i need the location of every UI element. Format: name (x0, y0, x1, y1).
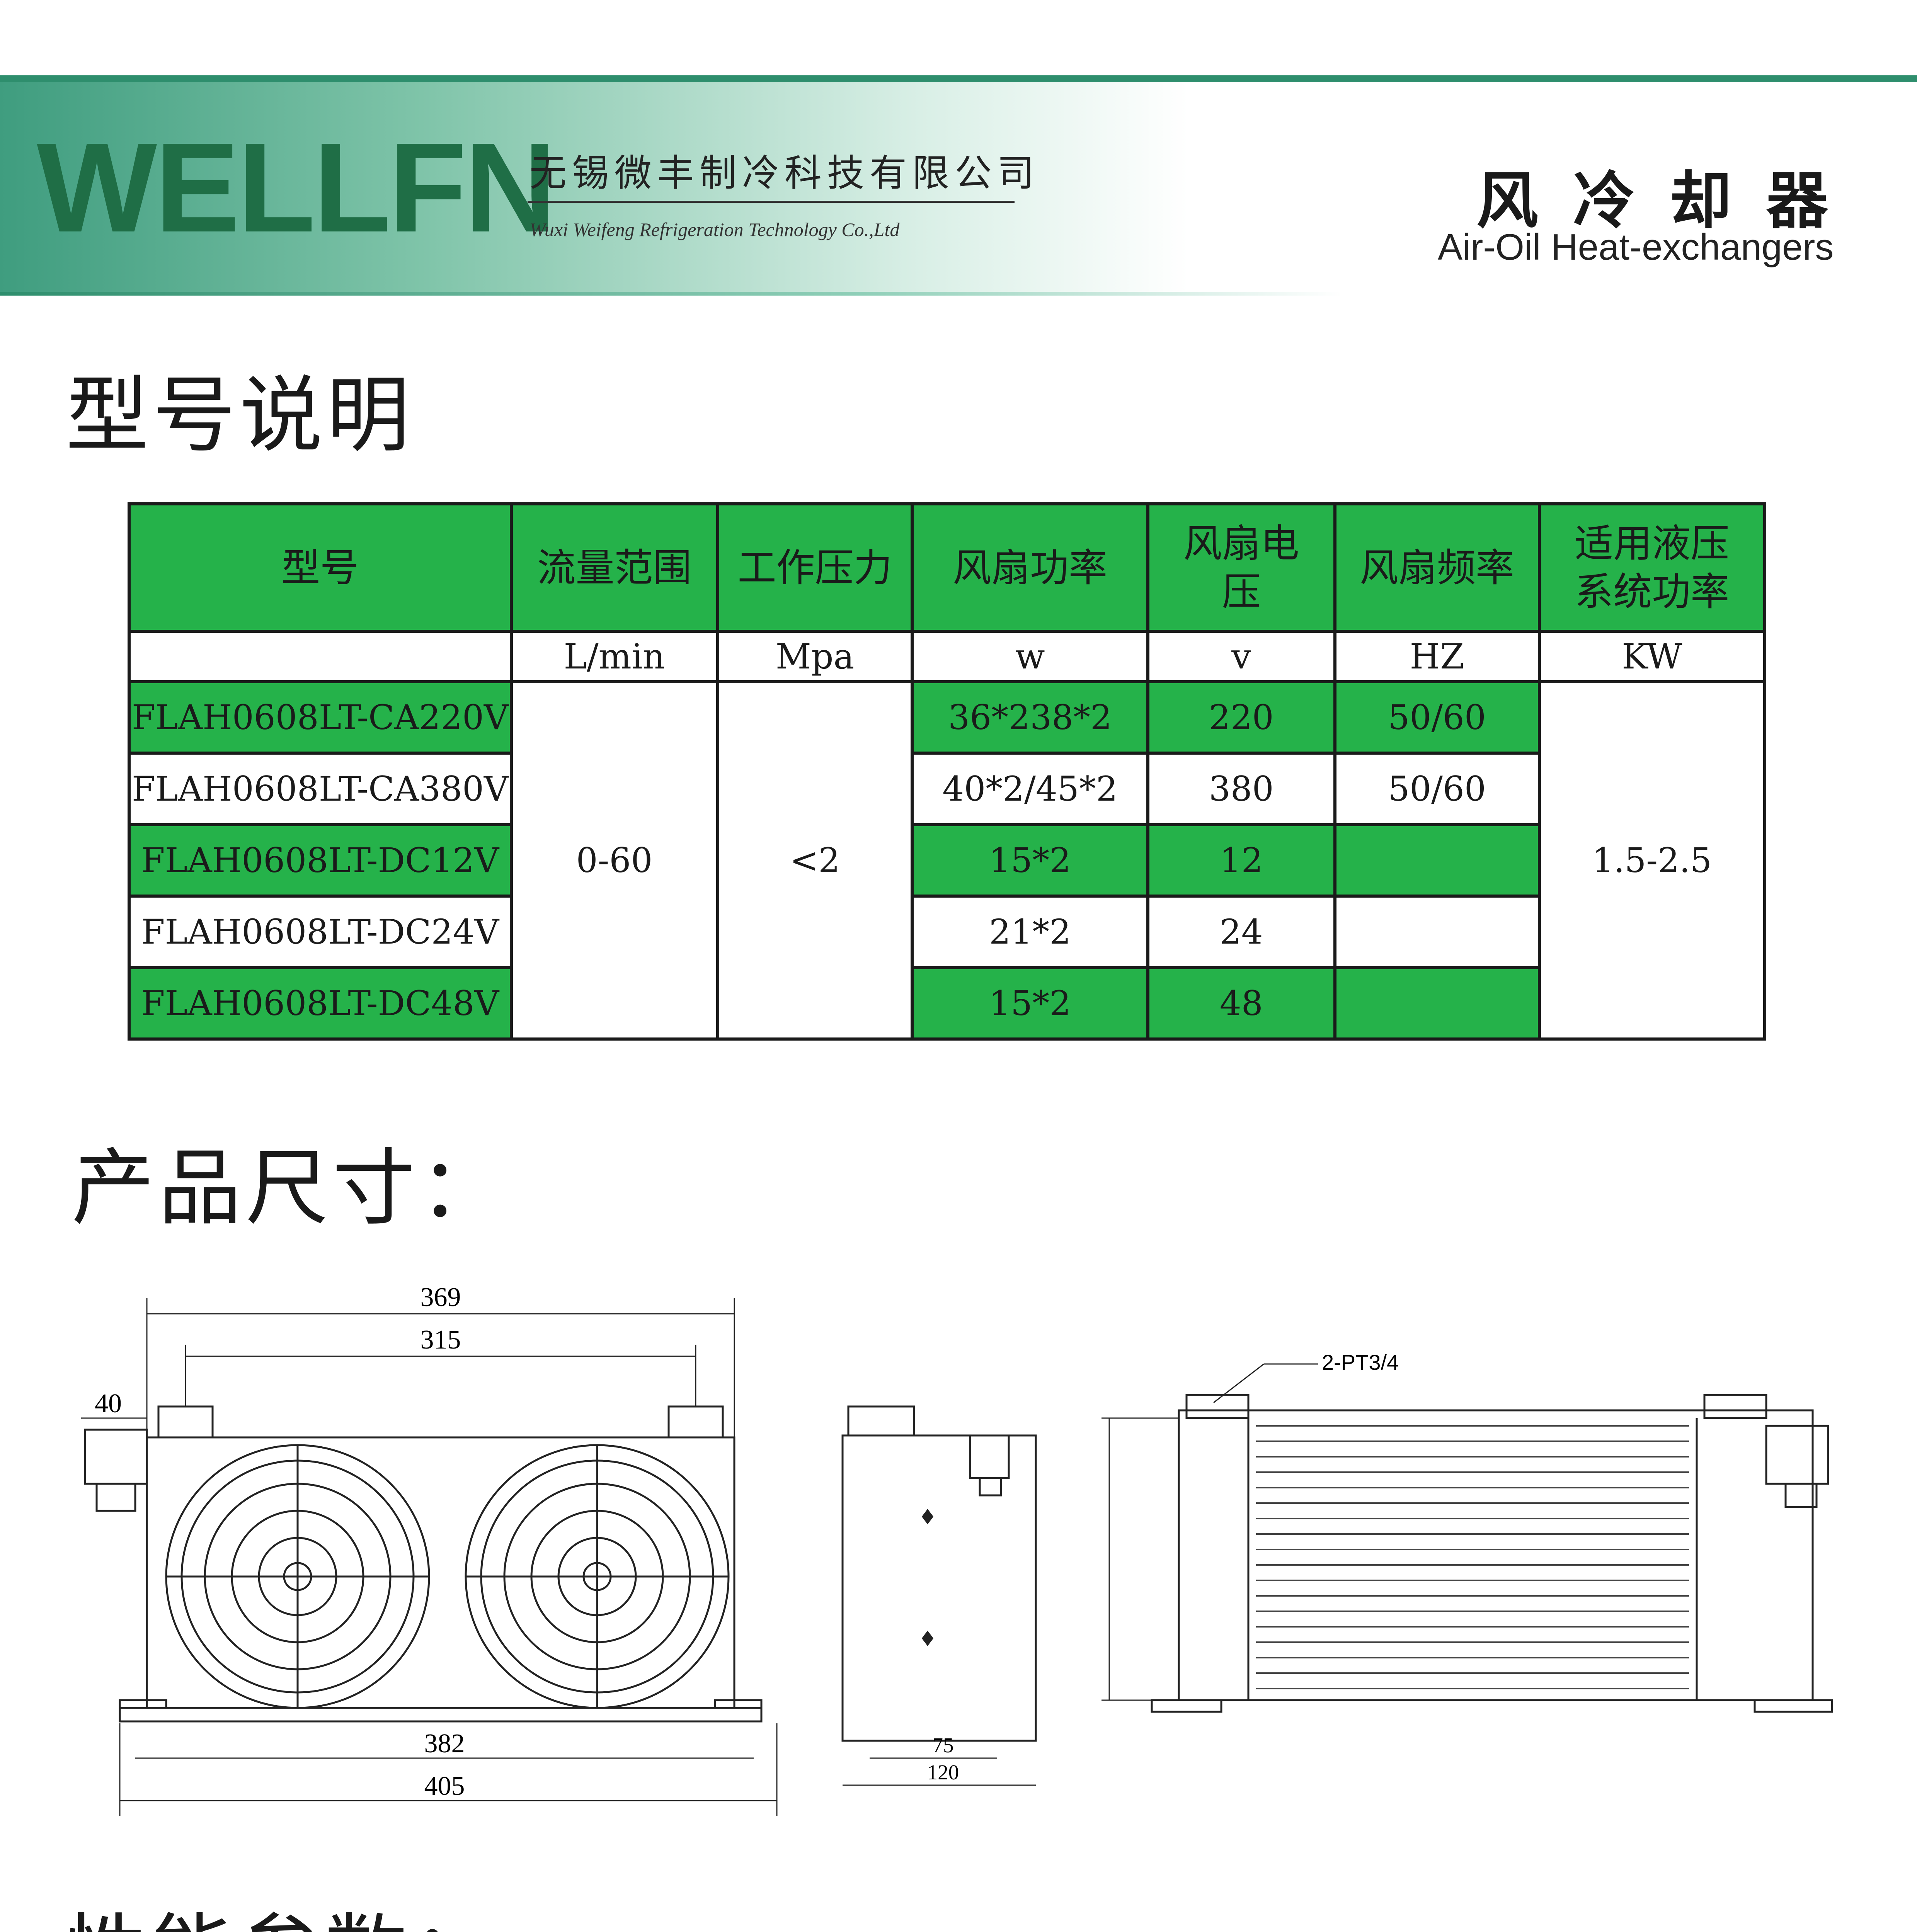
header-system-power-line1: 适用液压 (1575, 521, 1730, 566)
side-view-drawing: 75 120 (841, 1405, 1037, 1786)
cell-fan-voltage: 12 (1146, 823, 1336, 898)
company-name-en: Wuxi Weifeng Refrigeration Technology Co… (529, 219, 900, 240)
rivet-icon (922, 1509, 933, 1524)
company-divider (528, 201, 1015, 203)
company-name-cn: 无锡微丰制冷科技有限公司 (529, 151, 1040, 195)
unit-fan-frequency: HZ (1333, 630, 1541, 683)
table-row: FLAH0608LT-CA220V 0-60 <2 36*238*2 220 5… (128, 680, 1767, 1041)
dim-side-inner: 75 (933, 1733, 954, 1757)
cell-model: FLAH0608LT-CA380V (128, 752, 513, 826)
brand-logo: WELLFN (37, 116, 557, 259)
header-system-power-line2: 系统功率 (1575, 569, 1730, 614)
header-model: 型号 (128, 502, 513, 633)
cell-fan-frequency: 50/60 (1333, 752, 1541, 826)
cell-fan-voltage: 48 (1146, 966, 1336, 1041)
cell-fan-frequency: 50/60 (1333, 680, 1541, 755)
unit-model (128, 630, 513, 683)
section-title-performance: 性能参数： (64, 1886, 499, 1932)
front-view-drawing: 369 315 40 382 405 (81, 1282, 778, 1816)
cell-flow-range: 0-60 (509, 680, 719, 1041)
header-system-power: 适用液压系统功率 (1537, 502, 1767, 633)
cell-fan-voltage: 24 (1146, 895, 1336, 969)
cell-model: FLAH0608LT-DC48V (128, 966, 513, 1041)
cell-system-power: 1.5-2.5 (1537, 680, 1767, 1041)
cell-fan-voltage: 220 (1146, 680, 1336, 755)
header-top-line (0, 75, 1917, 82)
unit-fan-voltage: v (1146, 630, 1336, 683)
dim-height: 196 (1102, 1548, 1103, 1582)
cell-fan-power: 40*2/45*2 (911, 752, 1149, 826)
header-title-panel (1295, 100, 1917, 294)
cell-fan-frequency (1333, 966, 1541, 1041)
spec-table: 型号 流量范围 工作压力 风扇功率 风扇电压 风扇频率 适用液压系统功率 L/m… (128, 502, 1767, 1041)
cell-model: FLAH0608LT-DC12V (128, 823, 513, 898)
product-title-en: Air-Oil Heat-exchangers (1438, 226, 1834, 268)
rear-view-drawing: 2-PT3/4 196 (1102, 1350, 1833, 1713)
header-fan-frequency: 风扇频率 (1333, 502, 1541, 633)
rivet-icon (922, 1631, 933, 1646)
header-fan-voltage-line2: 压 (1222, 569, 1261, 614)
dim-bottom-inner: 382 (424, 1729, 465, 1759)
cell-fan-power: 15*2 (911, 823, 1149, 898)
header-flow: 流量范围 (509, 502, 719, 633)
cell-fan-voltage: 380 (1146, 752, 1336, 826)
unit-pressure: Mpa (716, 630, 914, 683)
cell-fan-power: 36*238*2 (911, 680, 1149, 755)
cell-fan-power: 15*2 (911, 966, 1149, 1041)
table-row: FLAH0608LT-DC48V 15*2 48 (128, 966, 1765, 1041)
cell-fan-frequency (1333, 895, 1541, 969)
cell-work-pressure: <2 (716, 680, 914, 1041)
table-row: FLAH0608LT-CA380V 40*2/45*2 380 50/60 (128, 752, 1765, 826)
section-title-dimensions: 产品尺寸： (72, 1139, 506, 1236)
port-callout: 2-PT3/4 (1322, 1350, 1399, 1374)
dim-overall-top: 369 (421, 1282, 461, 1312)
header-pressure: 工作压力 (716, 502, 914, 633)
cell-fan-power: 21*2 (911, 895, 1149, 969)
dim-side-outer: 120 (927, 1760, 959, 1784)
unit-fan-power: w (911, 630, 1149, 683)
product-title-cn: 风冷却器 (1476, 164, 1863, 237)
header-fan-voltage: 风扇电压 (1146, 502, 1336, 633)
section-title-model: 型号说明 (66, 367, 414, 464)
unit-system-power: KW (1537, 630, 1767, 683)
dim-bottom-outer: 405 (424, 1771, 465, 1801)
cell-fan-frequency (1333, 823, 1541, 898)
table-row: FLAH0608LT-DC12V 15*2 12 (128, 823, 1765, 898)
unit-flow: L/min (509, 630, 719, 683)
table-row: FLAH0608LT-DC24V 21*2 24 (128, 895, 1765, 969)
cell-model: FLAH0608LT-CA220V (128, 680, 513, 755)
table-unit-row: L/min Mpa w v HZ KW (128, 630, 1767, 683)
header-fan-power: 风扇功率 (911, 502, 1149, 633)
header-fan-voltage-line1: 风扇电 (1183, 521, 1299, 566)
table-header-row: 型号 流量范围 工作压力 风扇功率 风扇电压 风扇频率 适用液压系统功率 (128, 502, 1767, 633)
dim-side: 40 (95, 1389, 122, 1418)
cell-model: FLAH0608LT-DC24V (128, 895, 513, 969)
dim-inner-top: 315 (421, 1325, 461, 1355)
header-bottom-line (0, 292, 1917, 296)
